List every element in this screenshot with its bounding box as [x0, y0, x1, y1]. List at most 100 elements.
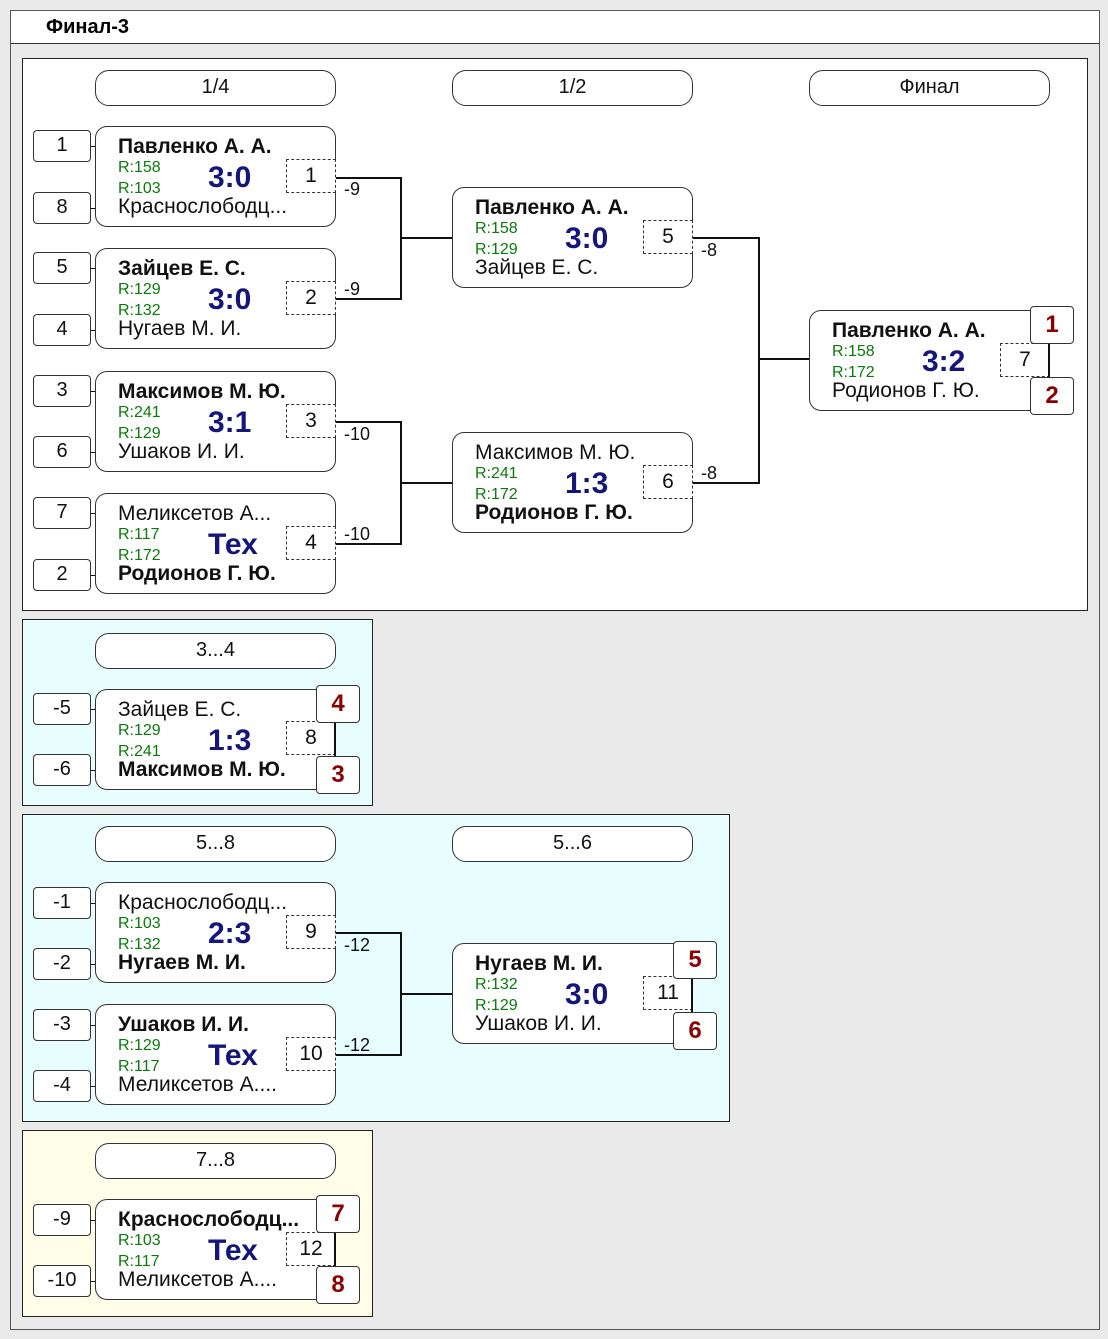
- loser-destination-label: -12: [344, 935, 371, 955]
- round-header-quarterfinal: 1/4: [95, 70, 336, 106]
- player-bottom: Краснослободц...: [118, 195, 288, 218]
- match-box-6[interactable]: Максимов М. Ю. R:241 1:3 R:172 Родионов …: [452, 432, 693, 533]
- player-top: Максимов М. Ю.: [475, 441, 636, 464]
- place-badge-1: 1: [1030, 306, 1074, 344]
- rating-top: R:103: [118, 1232, 161, 1249]
- seed-box: -5: [33, 693, 91, 725]
- round-header-7-8: 7...8: [95, 1143, 336, 1179]
- match-number: 4: [286, 526, 336, 560]
- match-number: 7: [1000, 343, 1050, 377]
- place-badge-8: 8: [316, 1266, 360, 1304]
- bracket-line: [336, 932, 402, 934]
- player-top: Нугаев М. И.: [475, 952, 603, 975]
- seed-connector: [91, 513, 97, 514]
- seed-box: 3: [33, 375, 91, 407]
- seed-box: -2: [33, 948, 91, 980]
- bracket-line: [693, 237, 760, 239]
- loser-destination-label: -9: [344, 179, 361, 199]
- match-number: 6: [643, 465, 693, 499]
- player-top: Ушаков И. И.: [118, 1013, 249, 1036]
- seed-box: -3: [33, 1009, 91, 1041]
- place-connector: [1048, 325, 1050, 395]
- seed-connector: [91, 903, 97, 904]
- bracket-line: [400, 482, 453, 484]
- rating-top: R:103: [118, 915, 161, 932]
- match-box-11[interactable]: Нугаев М. И. R:132 3:0 R:129 Ушаков И. И…: [452, 943, 693, 1044]
- match-score: 1:3: [208, 724, 252, 757]
- bracket-line: [336, 1054, 402, 1056]
- match-score: 3:2: [922, 345, 966, 378]
- seed-connector: [91, 1220, 97, 1221]
- player-bottom: Ушаков И. И.: [118, 440, 245, 463]
- player-top: Зайцев Е. С.: [118, 257, 246, 280]
- player-bottom: Максимов М. Ю.: [118, 758, 286, 781]
- player-bottom: Родионов Г. Ю.: [832, 379, 980, 402]
- match-score: 3:0: [565, 978, 609, 1011]
- seed-connector: [91, 146, 97, 147]
- match-box-4[interactable]: Меликсетов А... R:117 Тех R:172 Родионов…: [95, 493, 336, 594]
- seed-box: -10: [33, 1265, 91, 1297]
- seed-connector: [91, 964, 97, 965]
- rating-bottom: R:117: [118, 1253, 160, 1270]
- rating-top: R:132: [475, 976, 518, 993]
- rating-top: R:117: [118, 526, 160, 543]
- match-score: Тех: [208, 1039, 258, 1072]
- match-number: 11: [643, 976, 693, 1010]
- seed-connector: [91, 1281, 97, 1282]
- seed-connector: [91, 575, 97, 576]
- bracket-line: [400, 237, 453, 239]
- round-header-5-6: 5...6: [452, 826, 693, 862]
- match-box-12[interactable]: Краснослободц... R:103 Тех R:117 Меликсе…: [95, 1199, 336, 1300]
- bracket-line: [336, 421, 402, 423]
- match-score: Тех: [208, 1234, 258, 1267]
- seed-box: -1: [33, 887, 91, 919]
- place-badge-4: 4: [316, 685, 360, 723]
- rating-top: R:129: [118, 1037, 161, 1054]
- seed-connector: [91, 1025, 97, 1026]
- player-top: Меликсетов А...: [118, 502, 272, 525]
- place-connector: [334, 1214, 336, 1284]
- place-connector: [334, 704, 336, 774]
- page-title: Финал-3: [46, 16, 130, 38]
- seed-box: 8: [33, 192, 91, 224]
- seed-connector: [91, 770, 97, 771]
- rating-bottom: R:172: [118, 547, 161, 564]
- match-number: 2: [286, 281, 336, 315]
- seed-connector: [91, 330, 97, 331]
- player-top: Максимов М. Ю.: [118, 380, 286, 403]
- round-header-3-4: 3...4: [95, 633, 336, 669]
- rating-bottom: R:172: [475, 486, 518, 503]
- rating-bottom: R:132: [118, 936, 161, 953]
- match-number: 1: [286, 159, 336, 193]
- player-bottom: Родионов Г. Ю.: [118, 562, 276, 585]
- player-bottom: Нугаев М. И.: [118, 317, 242, 340]
- bracket-line: [336, 298, 402, 300]
- rating-bottom: R:103: [118, 180, 161, 197]
- seed-box: -6: [33, 754, 91, 786]
- match-box-9[interactable]: Краснослободц... R:103 2:3 R:132 Нугаев …: [95, 882, 336, 983]
- match-number: 12: [286, 1232, 336, 1266]
- place-connector: [691, 960, 693, 1030]
- seed-box: -4: [33, 1070, 91, 1102]
- player-top: Зайцев Е. С.: [118, 698, 242, 721]
- match-score: 1:3: [565, 467, 609, 500]
- player-bottom: Меликсетов А....: [118, 1268, 277, 1291]
- bracket-line: [336, 177, 402, 179]
- bracket-line: [758, 237, 760, 484]
- rating-top: R:241: [118, 404, 161, 421]
- player-top: Павленко А. А.: [475, 196, 629, 219]
- seed-box: 1: [33, 130, 91, 162]
- match-score: 3:1: [208, 406, 252, 439]
- loser-destination-label: -8: [701, 240, 718, 260]
- rating-bottom: R:241: [118, 743, 161, 760]
- bracket-line: [693, 482, 760, 484]
- match-box-8[interactable]: Зайцев Е. С. R:129 1:3 R:241 Максимов М.…: [95, 689, 336, 790]
- title-bar: Финал-3: [11, 11, 1099, 44]
- bracket-line: [400, 993, 453, 995]
- loser-destination-label: -10: [344, 424, 371, 444]
- match-number: 9: [286, 915, 336, 949]
- player-top: Павленко А. А.: [832, 319, 986, 342]
- seed-box: 7: [33, 497, 91, 529]
- match-number: 3: [286, 404, 336, 438]
- player-bottom: Зайцев Е. С.: [475, 256, 599, 279]
